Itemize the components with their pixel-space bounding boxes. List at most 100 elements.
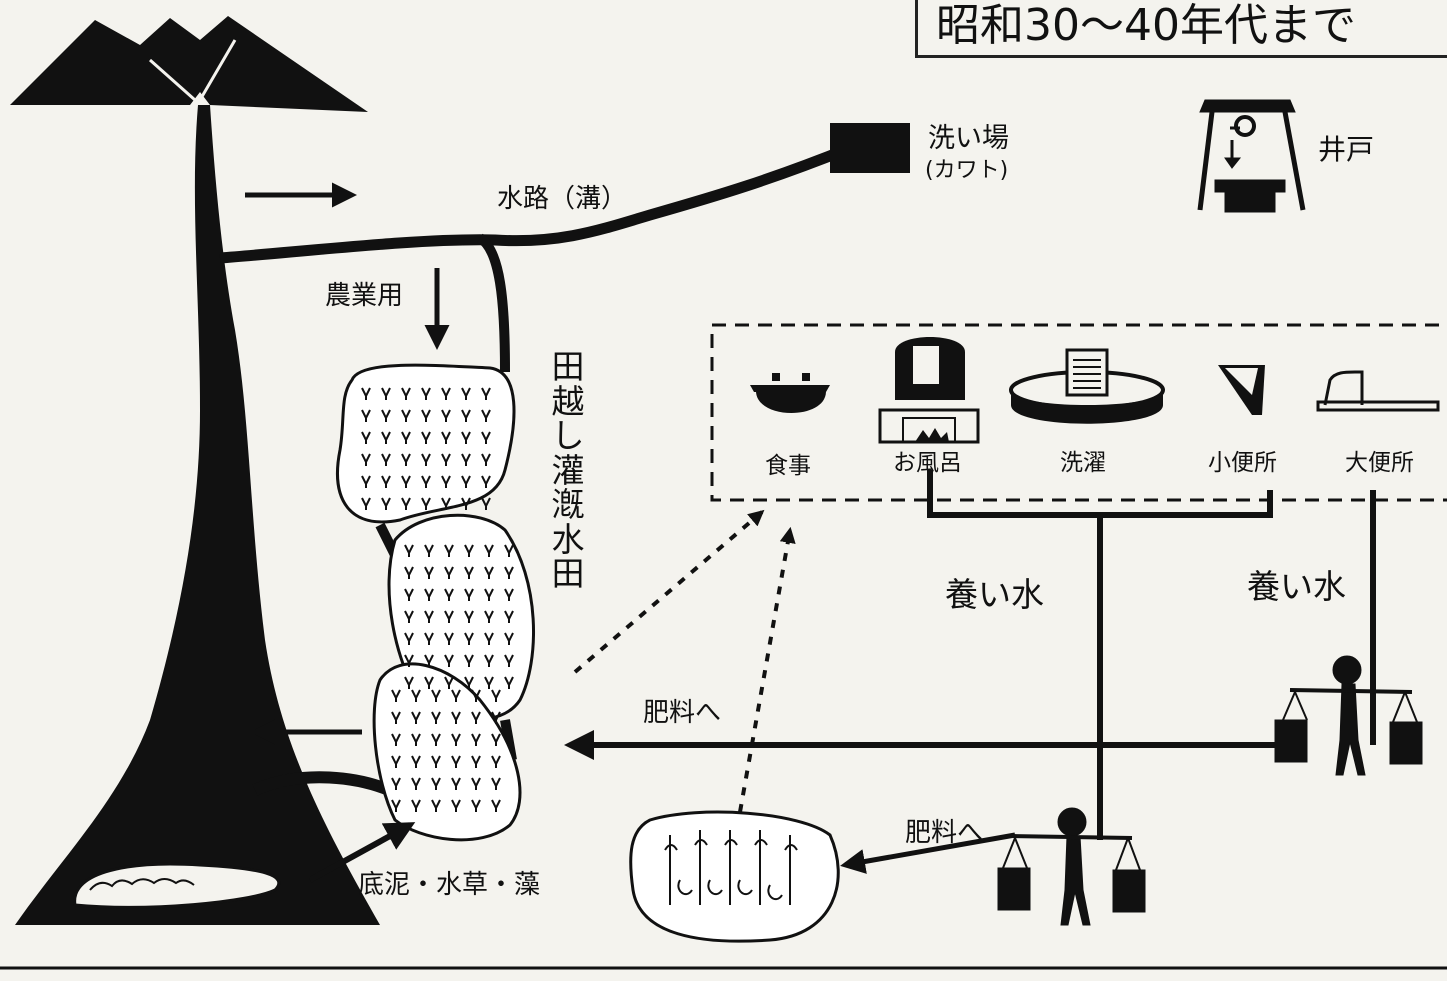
carrier-figure-icon — [997, 807, 1146, 926]
rice-sprout-icon — [444, 566, 454, 579]
rice-sprout-icon — [361, 409, 371, 422]
rice-sprout-icon — [451, 733, 461, 746]
rice-sprout-icon — [391, 799, 401, 812]
toilet-label: 大便所 — [1345, 450, 1414, 476]
rice-sprout-icon — [484, 544, 494, 557]
sediment-arrow — [308, 822, 416, 883]
rice-sprout-icon — [431, 689, 441, 702]
rice-sprout-icon — [464, 588, 474, 601]
rice-sprout-icon — [381, 475, 391, 488]
rice-sprout-icon — [361, 497, 371, 510]
rice-sprout-icon — [404, 676, 414, 689]
rice-sprout-icon — [484, 654, 494, 667]
rice-sprout-icon — [391, 755, 401, 768]
rice-sprout-icon — [424, 610, 434, 623]
rice-sprout-icon — [464, 610, 474, 623]
rice-sprout-icon — [431, 777, 441, 790]
rice-sprout-icon — [411, 711, 421, 724]
rice-sprout-icon — [471, 733, 481, 746]
rice-sprout-icon — [461, 387, 471, 400]
rice-sprout-icon — [464, 566, 474, 579]
rice-sprout-icon — [441, 453, 451, 466]
rice-sprout-icon — [421, 431, 431, 444]
sediment-label: 底泥・水草・藻 — [358, 870, 541, 900]
fertilizer-arrow-2 — [840, 832, 1016, 874]
rice-sprout-icon — [451, 711, 461, 724]
rice-sprout-icon — [484, 588, 494, 601]
rice-sprout-icon — [401, 387, 411, 400]
rice-sprout-icon — [361, 453, 371, 466]
rice-sprout-icon — [484, 632, 494, 645]
vegetable-field-icon — [629, 810, 840, 943]
mountain-icon — [10, 16, 368, 112]
rice-sprout-icon — [411, 777, 421, 790]
rice-sprout-icon — [504, 654, 514, 667]
rice-sprout-icon — [404, 654, 414, 667]
rice-sprout-icon — [421, 387, 431, 400]
rice-sprout-icon — [391, 711, 401, 724]
rice-sprout-icon — [404, 588, 414, 601]
rice-sprout-icon — [464, 544, 474, 557]
rice-sprout-icon — [411, 733, 421, 746]
rice-sprout-icon — [464, 632, 474, 645]
meal-label: 食事 — [765, 453, 811, 479]
bath-icon — [878, 337, 980, 444]
rice-sprout-icon — [444, 632, 454, 645]
rice-sprout-icon — [424, 632, 434, 645]
rice-sprout-icon — [401, 453, 411, 466]
rice-sprout-icon — [504, 566, 514, 579]
rice-sprout-icon — [481, 387, 491, 400]
rice-sprout-icon — [441, 387, 451, 400]
rice-sprout-icon — [504, 544, 514, 557]
well-icon — [1197, 99, 1306, 213]
to-fertilizer-label-1: 肥料へ — [643, 698, 722, 728]
rice-sprout-icon — [461, 475, 471, 488]
pot-icon — [750, 373, 830, 413]
rice-sprout-icon — [431, 755, 441, 768]
dotted-arrow-1 — [573, 509, 765, 674]
rice-sprout-icon — [411, 689, 421, 702]
rice-sprout-icon — [401, 431, 411, 444]
nourishing-water-label-1: 養い水 — [945, 575, 1044, 614]
carrier-figure-icon — [1274, 655, 1423, 776]
pond-icon — [73, 862, 281, 909]
rice-sprout-icon — [464, 654, 474, 667]
rice-sprout-icon — [391, 689, 401, 702]
rice-sprout-icon — [431, 711, 441, 724]
rice-sprout-icon — [431, 733, 441, 746]
rice-sprout-icon — [381, 409, 391, 422]
rice-sprout-icon — [421, 453, 431, 466]
rice-sprout-icon — [484, 610, 494, 623]
rice-sprout-icon — [401, 475, 411, 488]
rice-sprout-icon — [381, 431, 391, 444]
title-box: 昭和30〜40年代まで — [915, 0, 1447, 58]
rice-sprout-icon — [444, 588, 454, 601]
household-box — [710, 323, 1447, 502]
laundry-label: 洗濯 — [1060, 450, 1106, 476]
rice-sprout-icon — [421, 409, 431, 422]
rice-sprout-icon — [471, 799, 481, 812]
rice-sprout-icon — [411, 755, 421, 768]
rice-sprout-icon — [444, 654, 454, 667]
rice-sprout-icon — [421, 497, 431, 510]
rice-sprout-icon — [424, 588, 434, 601]
rice-sprout-icon — [464, 676, 474, 689]
nourishing-water-label-2: 養い水 — [1247, 567, 1346, 606]
rice-sprout-icon — [471, 711, 481, 724]
rice-sprout-icon — [441, 497, 451, 510]
rice-sprout-icon — [391, 777, 401, 790]
rice-sprout-icon — [441, 409, 451, 422]
drain-pipes — [927, 470, 1376, 840]
rice-sprout-icon — [481, 453, 491, 466]
rice-sprout-icon — [441, 431, 451, 444]
rice-sprout-icon — [504, 676, 514, 689]
rice-sprout-icon — [391, 733, 401, 746]
rice-sprout-icon — [451, 799, 461, 812]
bath-label: お風呂 — [893, 450, 962, 476]
rice-sprout-icon — [491, 733, 501, 746]
rice-sprout-icon — [481, 475, 491, 488]
rice-sprout-icon — [381, 497, 391, 510]
rice-sprout-icon — [424, 676, 434, 689]
rice-sprout-icon — [491, 755, 501, 768]
